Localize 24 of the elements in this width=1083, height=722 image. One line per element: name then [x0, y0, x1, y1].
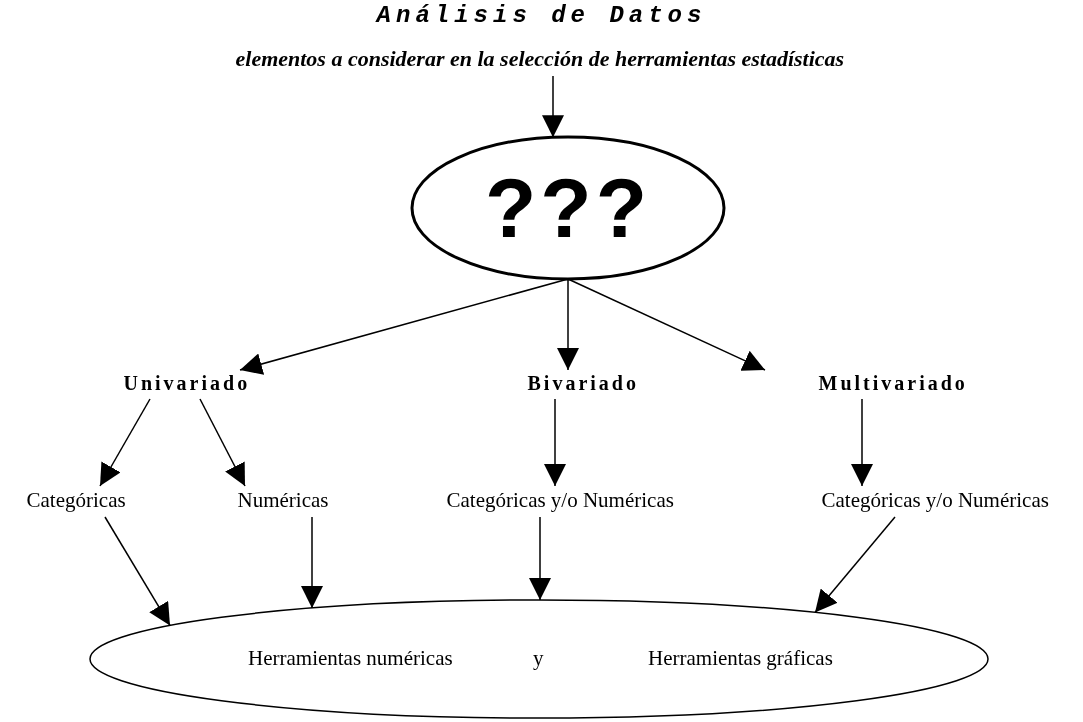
arrow — [301, 516, 323, 609]
node-text: Herramientas numéricas — [248, 646, 453, 672]
node-label: Bivariado — [527, 372, 639, 395]
subtitle-text: elementos a considerar en la selección de herramientas estadísticas — [235, 46, 845, 72]
arrow — [851, 398, 873, 487]
node-label: Categóricas — [26, 488, 126, 513]
arrow — [104, 516, 171, 627]
arrow — [814, 516, 896, 614]
arrow — [557, 278, 579, 371]
node-text: ??? — [485, 159, 651, 257]
arrow — [99, 398, 151, 487]
arrow — [542, 75, 564, 139]
node-label: Numéricas — [237, 488, 329, 513]
node-label: Categóricas y/o Numéricas — [446, 488, 674, 513]
arrow — [567, 278, 766, 371]
node-label: Multivariado — [818, 372, 968, 395]
node-label: Categóricas y/o Numéricas — [821, 488, 1049, 513]
arrow — [544, 398, 566, 487]
node-text: y — [533, 646, 544, 672]
node-text: Herramientas gráficas — [648, 646, 833, 672]
arrow — [529, 516, 551, 601]
arrow — [199, 398, 246, 487]
node-label: Univariado — [123, 372, 251, 395]
diagram-title: Análisis de Datos — [376, 2, 707, 29]
